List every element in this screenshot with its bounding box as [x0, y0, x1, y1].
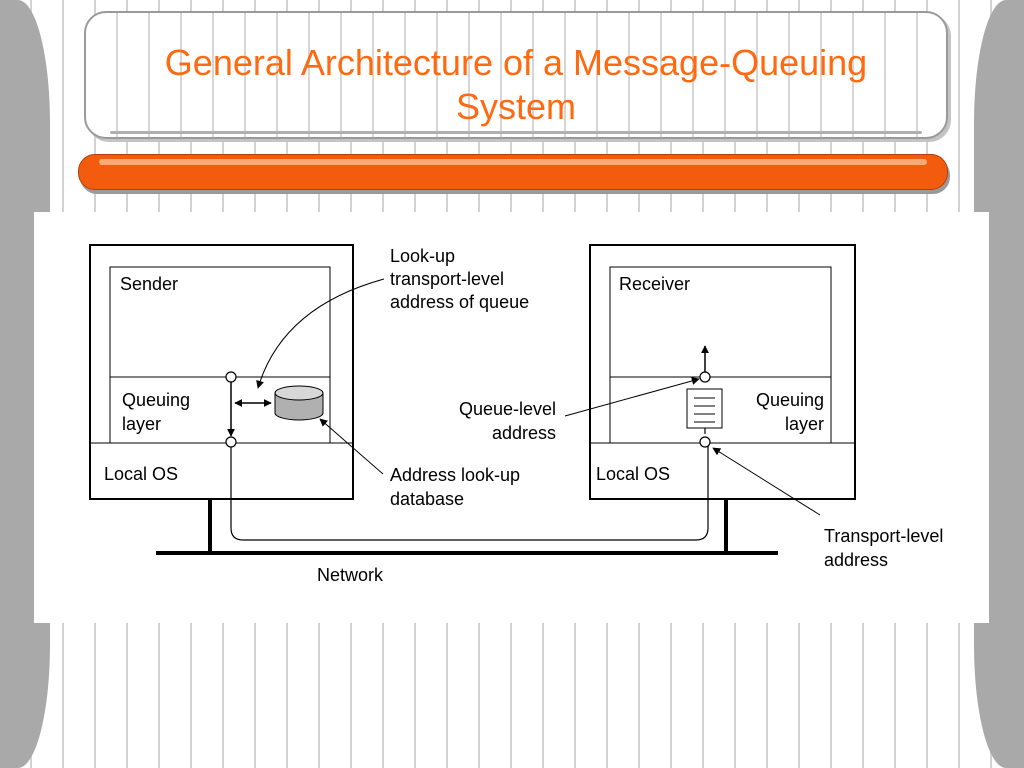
network: Network — [156, 499, 778, 585]
sender-transport-address-point — [225, 436, 237, 448]
transport-label-line-2: address — [824, 550, 888, 570]
title-panel: General Architecture of a Message-Queuin… — [84, 11, 948, 139]
queue-level-label-line-2: address — [492, 423, 556, 443]
message-queuing-diagram: Network Sender Queuing layer Local OS Re… — [89, 244, 943, 585]
transport-label-line-1: Transport-level — [824, 526, 943, 546]
sender-os-label: Local OS — [104, 464, 178, 484]
receiver-transport-address-point — [699, 436, 711, 448]
database-label-line-1: Address look-up — [390, 465, 520, 485]
sender-queuing-label: Queuing — [122, 390, 190, 410]
queue-level-annotation-arrow — [564, 377, 700, 417]
database-annotation-arrow — [319, 418, 384, 475]
transport-level-annotation-arrow — [712, 447, 821, 516]
network-label: Network — [317, 565, 384, 585]
lookup-label-line-3: address of queue — [390, 292, 529, 312]
sender-queue-address-point — [225, 371, 237, 383]
receiver-os-label: Local OS — [596, 464, 670, 484]
slide-title-line-1: General Architecture of a Message-Queuin… — [164, 42, 868, 83]
lookup-annotation-arrow — [256, 278, 385, 389]
slide-title: General Architecture of a Message-Queuin… — [86, 41, 946, 129]
receiver-queuing-label: Queuing — [756, 390, 824, 410]
slide-title-line-2: System — [455, 86, 577, 127]
queue-icon — [686, 388, 723, 429]
sender-label: Sender — [120, 274, 178, 294]
sender-layer-label: layer — [122, 414, 161, 434]
lookup-label-line-1: Look-up — [390, 246, 455, 266]
sender-machine: Sender Queuing layer Local OS — [89, 244, 354, 500]
message-path — [230, 443, 709, 541]
receiver-machine: Receiver Queuing layer Local OS — [589, 244, 856, 500]
database-label-line-2: database — [390, 489, 464, 509]
receiver-queue-address-point — [699, 371, 711, 383]
diagram-area: Network Sender Queuing layer Local OS Re… — [34, 212, 989, 623]
title-accent-bar — [78, 154, 948, 190]
receiver-label: Receiver — [619, 274, 690, 294]
lookup-label-line-2: transport-level — [390, 269, 504, 289]
receiver-layer-label: layer — [785, 414, 824, 434]
queue-level-label-line-1: Queue-level — [459, 399, 556, 419]
database-icon — [274, 385, 324, 421]
